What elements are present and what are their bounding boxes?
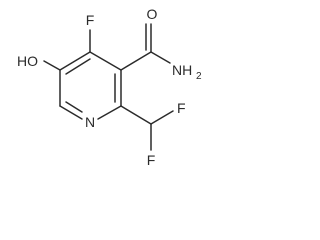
molecule-drawing: F HO O NH 2 N F F [17, 6, 202, 168]
hydroxyl-label: HO [17, 53, 38, 69]
ring-nitrogen-label: N [85, 114, 95, 130]
bond-c2-chf2 [120, 105, 152, 125]
bond-c2-n1 [97, 105, 122, 120]
fluorine-label-top: F [86, 12, 95, 28]
bond-c5-c4-inner [65, 58, 91, 75]
bonds [43, 23, 174, 151]
bond-c3-carbonyl [120, 51, 152, 71]
bond-n1-c6-inner [65, 101, 83, 113]
carbonyl-oxygen-label: O [147, 6, 158, 22]
bond-c5-c4 [59, 51, 91, 71]
amide-nitrogen-subscript: 2 [196, 71, 202, 82]
difluoromethyl-fluorine-2: F [147, 152, 156, 168]
bond-c4-c3 [89, 51, 122, 71]
bond-carbonyl-n [150, 51, 171, 64]
difluoromethyl-fluorine-1: F [177, 100, 186, 116]
bond-c5-oh [43, 60, 61, 71]
amide-nitrogen-label: NH [172, 62, 192, 78]
bond-chf2-f1 [150, 110, 174, 125]
bond-n1-c6 [59, 105, 83, 120]
chemical-structure-canvas: F HO O NH 2 N F F [0, 0, 214, 178]
